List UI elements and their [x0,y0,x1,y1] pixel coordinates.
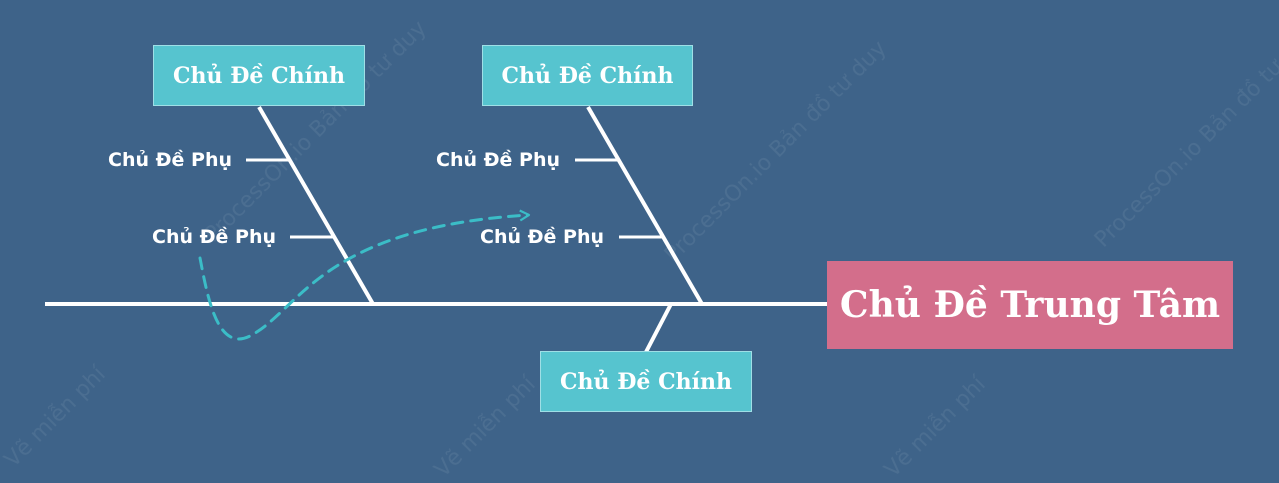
center-topic-box[interactable]: Chủ Đề Trung Tâm [827,261,1233,349]
main-topic-box[interactable]: Chủ Đề Chính [153,45,365,106]
fishbone-diagram [45,105,828,353]
bone-line [257,105,375,306]
main-topic-box[interactable]: Chủ Đề Chính [540,351,752,412]
sub-topic-label[interactable]: Chủ Đề Phụ [108,149,233,171]
sub-topic-label[interactable]: Chủ Đề Phụ [480,226,605,248]
connector-arrow [198,209,531,341]
bone-line [586,105,704,306]
sub-topic-label[interactable]: Chủ Đề Phụ [152,226,277,248]
main-topic-box[interactable]: Chủ Đề Chính [482,45,693,106]
sub-topic-label[interactable]: Chủ Đề Phụ [436,149,561,171]
bone-line [644,303,673,353]
